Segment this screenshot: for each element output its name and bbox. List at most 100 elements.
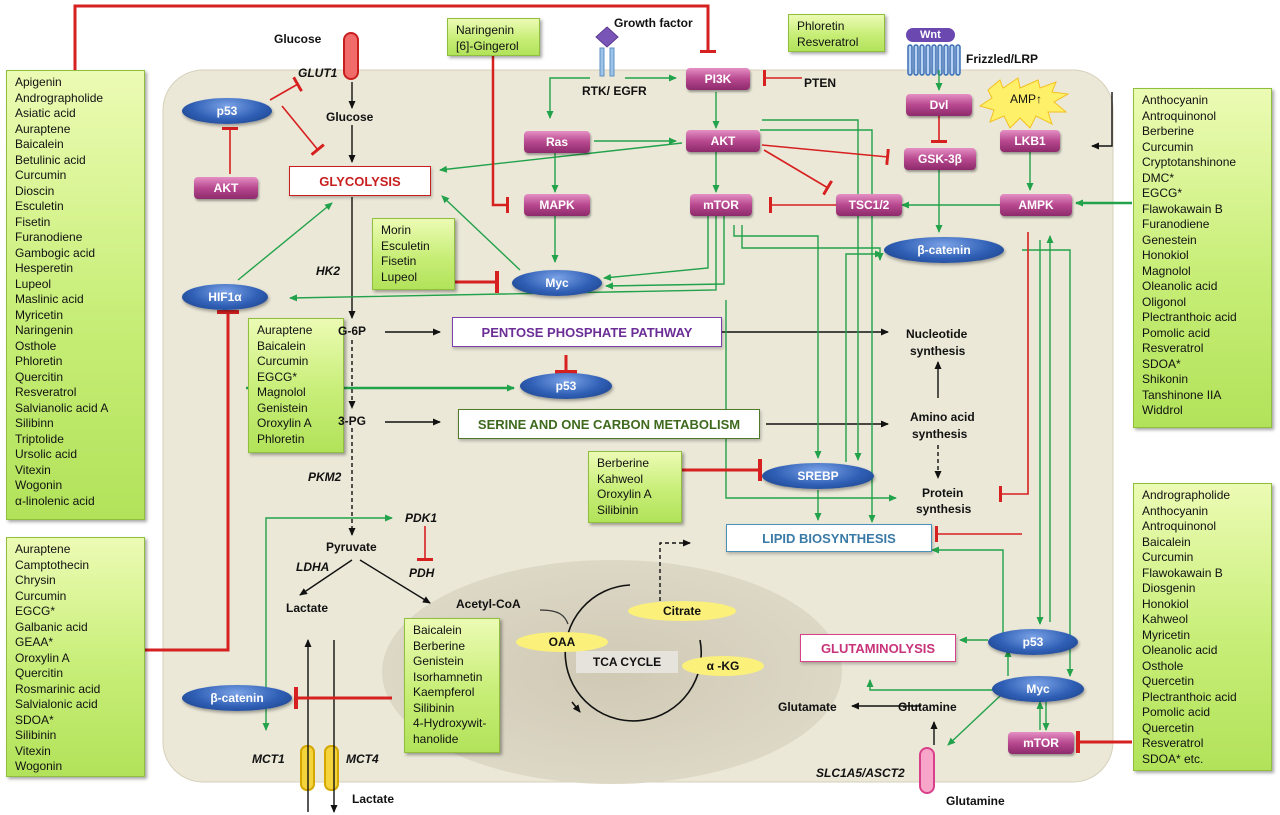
compound-name: Baicalein xyxy=(1142,534,1191,549)
glutamine-inside-label: Glutamine xyxy=(898,700,957,714)
compound-name: Osthole xyxy=(1142,658,1184,673)
compound-name: Quercetin xyxy=(1142,720,1195,735)
growth-factor-label: Growth factor xyxy=(614,16,693,30)
compound-name: Magnolol xyxy=(257,385,306,399)
lactate-inside-label: Lactate xyxy=(286,601,329,615)
akg-oval: α -KG xyxy=(682,656,764,676)
glycolysis-box: GLYCOLYSIS xyxy=(289,166,431,196)
compound-name: Resveratrol xyxy=(1142,341,1204,355)
ppp-box: PENTOSE PHOSPHATE PATHWAY xyxy=(452,317,722,347)
akt-box: AKT xyxy=(686,130,760,152)
frizzled-receptor xyxy=(907,44,961,76)
compound-name: Diosgenin xyxy=(1142,581,1196,595)
protein-label-1: Protein xyxy=(922,486,964,500)
lipid-box: LIPID BIOSYNTHESIS xyxy=(726,524,932,552)
compound-name: [6]-Gingerol xyxy=(456,38,519,53)
compound-name: Kahweol xyxy=(597,471,644,486)
compound-name: Phloretin xyxy=(797,19,845,33)
pten-label: PTEN xyxy=(804,76,837,90)
compound-name: Salvialonic acid xyxy=(15,697,98,711)
compound-name: Berberine xyxy=(597,456,650,470)
compound-name: Osthole xyxy=(15,338,57,353)
compound-name: Wogonin xyxy=(15,478,63,492)
wnt-label: Wnt xyxy=(906,28,955,42)
compound-name: Quercetin xyxy=(1142,674,1195,688)
myc-mid-oval: Myc xyxy=(512,270,602,296)
compound-name: Oroxylin A xyxy=(597,487,652,501)
nucleotide-label-1: Nucleotide xyxy=(906,327,968,341)
compound-name: Fisetin xyxy=(15,214,51,229)
mapk-box: MAPK xyxy=(524,194,590,216)
compound-name: Pomolic acid xyxy=(1142,325,1211,340)
protein-label-2: synthesis xyxy=(916,502,972,516)
compound-name: Andrographolide xyxy=(1142,488,1231,502)
citrate-oval: Citrate xyxy=(628,601,736,621)
growth-factor-diamond xyxy=(595,26,619,48)
p53-top-oval: p53 xyxy=(182,98,272,124)
glucose-inside-label: Glucose xyxy=(326,110,374,124)
mct4-label: MCT4 xyxy=(346,752,379,766)
compound-name: Furanodiene xyxy=(15,230,83,244)
compound-name: Andrographolide xyxy=(15,90,104,105)
lkb1-box: LKB1 xyxy=(1000,130,1060,152)
mtor-bottom-box: mTOR xyxy=(1008,732,1074,754)
compound-name: Baicalein xyxy=(257,338,306,353)
pdh-label: PDH xyxy=(409,566,435,580)
compound-name: Vitexin xyxy=(15,462,51,477)
compound-name: Morin xyxy=(381,223,412,237)
compound-name: Berberine xyxy=(413,638,466,653)
amp-starburst xyxy=(978,77,1070,129)
ampk-box: AMPK xyxy=(1000,194,1072,216)
compound-name: Quercitin xyxy=(15,369,64,384)
compound-name: SDOA* xyxy=(1142,356,1181,371)
compound-name: Oligonol xyxy=(1142,294,1187,309)
compound-name: Curcumin xyxy=(1142,139,1194,154)
pdk1-label: PDK1 xyxy=(405,511,438,525)
compound-name: Chrysin xyxy=(15,573,56,587)
compound-name: Esculetin xyxy=(381,238,430,253)
compound-name: Magnolol xyxy=(1142,263,1191,278)
compound-name: Genistein xyxy=(413,654,464,668)
compound-name: Oleanolic acid xyxy=(1142,279,1218,293)
compound-name: Oroxylin A xyxy=(257,416,312,430)
ras-box: Ras xyxy=(524,131,590,153)
compound-name: Silibinn xyxy=(15,416,54,430)
amino-acid-label-2: synthesis xyxy=(912,427,968,441)
compound-name: Myricetin xyxy=(15,307,64,322)
compound-name: Anthocyanin xyxy=(1142,503,1209,518)
glutaminolysis-box: GLUTAMINOLYSIS xyxy=(800,634,956,662)
compound-name: Isorhamnetin xyxy=(413,669,483,684)
glut1-label: GLUT1 xyxy=(298,66,338,80)
compound-name: Furanodiene xyxy=(1142,217,1210,231)
compound-name: EGCG* xyxy=(1142,186,1183,200)
compound-name: Antroquinonol xyxy=(1142,108,1217,123)
hk2-label: HK2 xyxy=(316,264,341,278)
ldha-label: LDHA xyxy=(296,560,330,574)
compound-name: Baicalein xyxy=(413,623,462,637)
compound-name: Antroquinonol xyxy=(1142,519,1217,533)
gsk3b-box: GSK-3β xyxy=(904,148,976,170)
slc1a5-label: SLC1A5/ASCT2 xyxy=(816,766,905,780)
compound-name: Maslinic acid xyxy=(15,292,84,306)
compound-name: Resveratrol xyxy=(15,385,77,399)
compound-name: Ursolic acid xyxy=(15,447,78,461)
compound-name: Flawokawain B xyxy=(1142,201,1223,216)
p53-right-oval: p53 xyxy=(988,629,1078,655)
dvl-box: Dvl xyxy=(906,94,972,116)
compound-name: Curcumin xyxy=(257,354,309,368)
glutamate-label: Glutamate xyxy=(778,700,837,714)
rtk-egfr-label: RTK/ EGFR xyxy=(582,84,647,98)
compound-name: Kahweol xyxy=(1142,612,1189,626)
srebp-oval: SREBP xyxy=(762,463,874,489)
oaa-oval: OAA xyxy=(516,632,608,652)
compound-name: Resveratrol xyxy=(1142,736,1204,750)
compound-name: GEAA* xyxy=(15,635,54,649)
compound-list-naringenin: Naringenin[6]-Gingerol xyxy=(447,18,540,56)
compound-name: Camptothecin xyxy=(15,557,90,572)
frizzled-lrp-label: Frizzled/LRP xyxy=(966,52,1039,66)
